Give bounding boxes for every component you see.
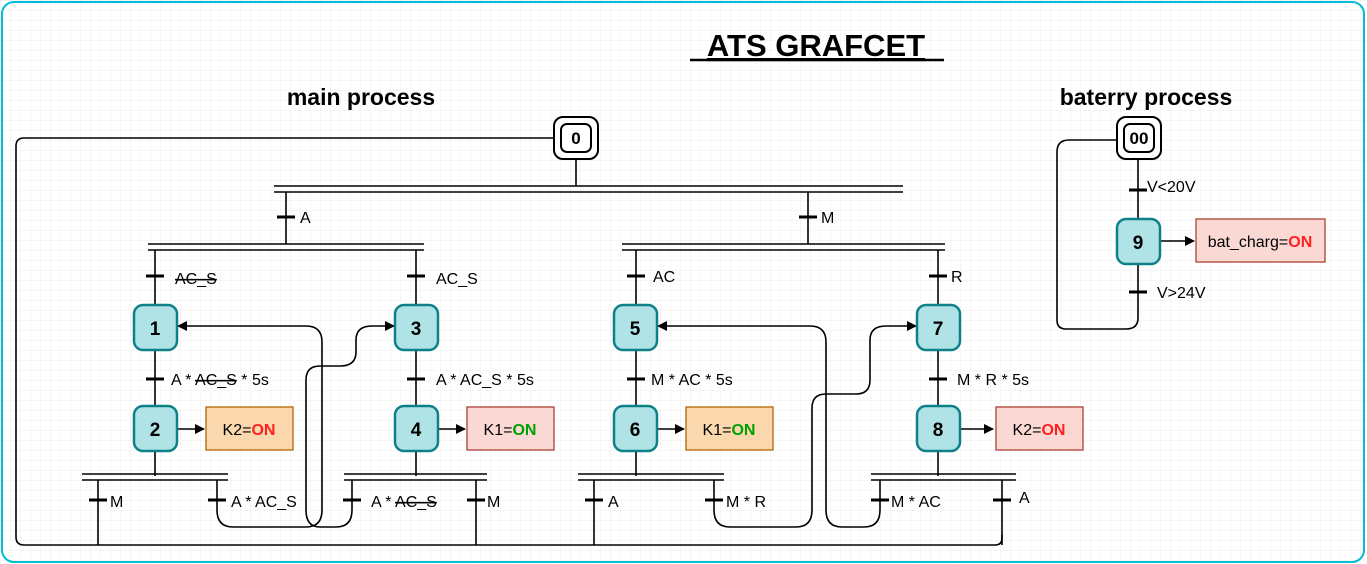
transition-label-8-a: A	[1019, 490, 1030, 507]
step-5-label: 5	[630, 319, 641, 340]
step-2-label: 2	[150, 420, 161, 441]
step-9-box	[1115, 217, 1162, 266]
step-1-label: 1	[150, 319, 161, 340]
step-4[interactable]: 4	[393, 404, 440, 453]
step-3-box	[393, 303, 440, 352]
transition-label-1-2: A * AC_S * 5s	[171, 372, 269, 389]
action-step-2-text: K2=ON	[223, 422, 276, 439]
transition-label-m: M	[821, 210, 834, 227]
transition-label-6-m-r: M * R	[726, 494, 766, 511]
step-8-box	[915, 404, 962, 453]
transition-label-6-a: A	[608, 494, 619, 511]
transition-label-4-m: M	[487, 494, 500, 511]
action-step-9-name: bat_charg=	[1208, 234, 1289, 251]
action-step-4-box	[466, 406, 555, 451]
initial-step-00-inner	[1123, 123, 1155, 153]
step-7-label: 7	[933, 319, 944, 340]
transition-label-ac-s: AC_S	[436, 271, 478, 288]
transition-label-4-a-not-ac-s: A * AC_S	[371, 494, 437, 511]
action-step-4-text: K1=ON	[484, 422, 537, 439]
transition-label-4-not-ac-s: AC_S	[395, 494, 437, 511]
action-step-2-box	[205, 406, 294, 451]
initial-step-0-inner	[560, 123, 592, 153]
step-6[interactable]: 6	[612, 404, 659, 453]
step-5[interactable]: 5	[612, 303, 659, 352]
transition-label-2-m: M	[110, 494, 123, 511]
step-2[interactable]: 2	[132, 404, 179, 453]
transition-label-v-under-20: V<20V	[1147, 179, 1196, 196]
transition-label-a: A	[300, 210, 311, 227]
transition-label-7-8: M * R * 5s	[957, 372, 1029, 389]
initial-step-00[interactable]: 00	[1116, 116, 1162, 160]
step-8-label: 8	[933, 420, 944, 441]
action-step-8-text: K2=ON	[1013, 422, 1066, 439]
step-6-box	[612, 404, 659, 453]
action-step-8-name: K2=	[1013, 422, 1042, 439]
transition-label-3-4: A * AC_S * 5s	[436, 372, 534, 389]
action-step-8-box	[995, 406, 1084, 451]
initial-step-00-label: 00	[1130, 129, 1149, 148]
action-step-6-box	[685, 406, 774, 451]
action-step-6-state: ON	[731, 422, 755, 439]
double-bars	[82, 185, 1016, 481]
transition-label-2-a-ac-s: A * AC_S	[231, 494, 297, 511]
transition-label-not-ac-s: AC_S	[175, 271, 217, 288]
transition-label-5-6: M * AC * 5s	[651, 372, 733, 389]
step-3-label: 3	[411, 319, 422, 340]
action-step-8[interactable]: K2=ON	[995, 406, 1084, 451]
transition-bars	[89, 188, 1147, 502]
battery-process-label: baterry process	[1060, 84, 1233, 110]
action-step-4-name: K1=	[484, 422, 513, 439]
step-3[interactable]: 3	[393, 303, 440, 352]
step-9-label: 9	[1133, 233, 1144, 254]
step-2-box	[132, 404, 179, 453]
step-1-box	[132, 303, 179, 352]
action-step-6[interactable]: K1=ON	[685, 406, 774, 451]
initial-step-0-label: 0	[571, 129, 580, 148]
step-5-box	[612, 303, 659, 352]
step-6-label: 6	[630, 420, 641, 441]
transition-label-1-2-prefix: A *	[171, 372, 195, 389]
step-7[interactable]: 7	[915, 303, 962, 352]
action-step-2-name: K2=	[223, 422, 252, 439]
transition-label-r: R	[951, 269, 963, 286]
diagram-title: ATS GRAFCET	[707, 28, 925, 63]
action-step-9-box	[1195, 218, 1326, 263]
action-step-8-state: ON	[1041, 422, 1065, 439]
transition-label-1-2-suffix: * 5s	[237, 372, 269, 389]
transition-label-8-m-ac: M * AC	[891, 494, 941, 511]
step-9[interactable]: 9	[1115, 217, 1162, 266]
action-step-4-state: ON	[512, 422, 536, 439]
action-step-9[interactable]: bat_charg=ON	[1195, 218, 1326, 263]
transition-label-1-2-not-ac-s: AC_S	[195, 372, 237, 389]
step-8[interactable]: 8	[915, 404, 962, 453]
step-4-label: 4	[411, 420, 422, 441]
action-step-2[interactable]: K2=ON	[205, 406, 294, 451]
transition-label-4-prefix: A *	[371, 494, 395, 511]
action-step-9-state: ON	[1288, 234, 1312, 251]
action-step-2-state: ON	[251, 422, 275, 439]
action-step-4[interactable]: K1=ON	[466, 406, 555, 451]
action-step-9-text: bat_charg=ON	[1208, 234, 1313, 251]
action-step-6-name: K1=	[703, 422, 732, 439]
main-process-label: main process	[287, 84, 435, 110]
step-7-box	[915, 303, 962, 352]
step-4-box	[393, 404, 440, 453]
transition-label-ac: AC	[653, 269, 675, 286]
transition-label-v-over-24: V>24V	[1157, 285, 1206, 302]
step-1[interactable]: 1	[132, 303, 179, 352]
initial-step-0[interactable]: 0	[553, 116, 599, 160]
action-step-6-text: K1=ON	[703, 422, 756, 439]
